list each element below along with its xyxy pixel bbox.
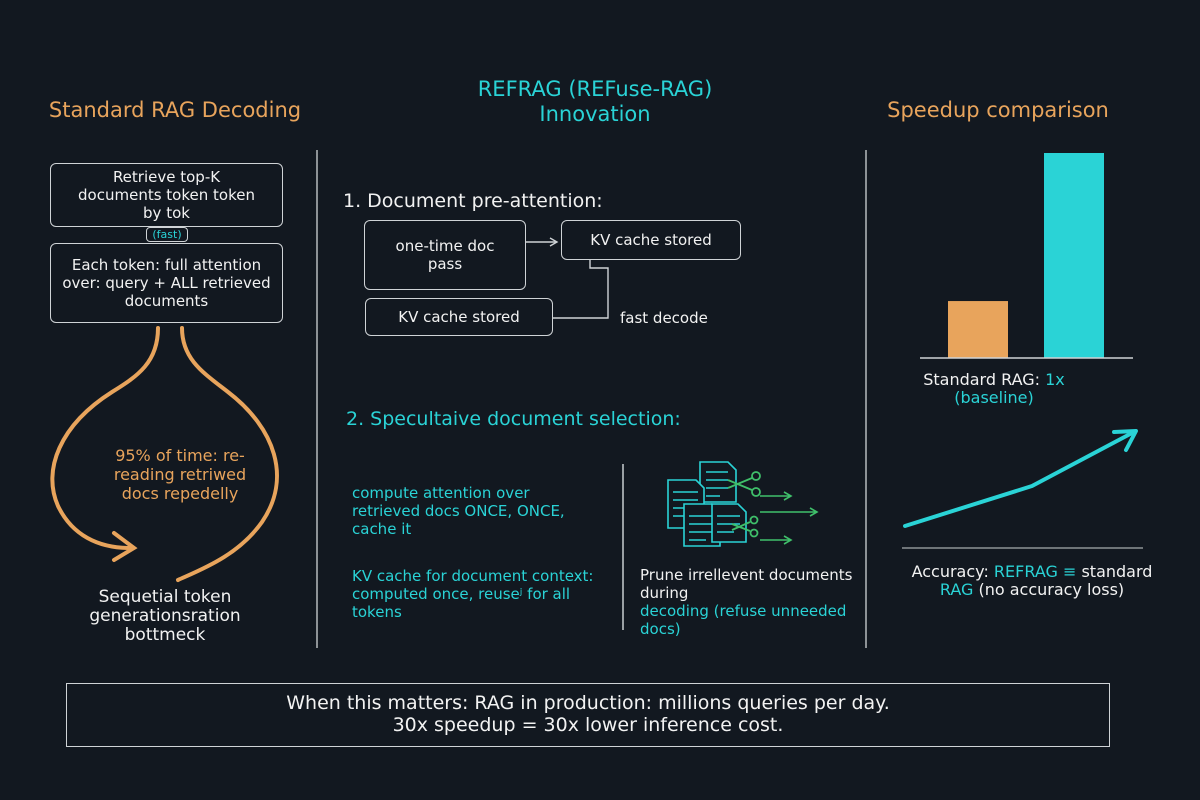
- trend-arrow: [903, 429, 1138, 528]
- left-divider: [316, 150, 318, 648]
- prune-text-white: Prune irrellevent documents during: [640, 566, 853, 602]
- retrieve-documents-box: Retrieve top-K documents token token by …: [50, 163, 283, 227]
- accuracy-suffix: standard: [1081, 562, 1153, 581]
- prune-documents-text: Prune irrellevent documents during decod…: [640, 566, 855, 638]
- section2-divider: [622, 464, 624, 630]
- arrow-right-icon: [760, 535, 793, 545]
- scissors-icon: [731, 515, 759, 538]
- bar-standard-rag: [948, 301, 1008, 358]
- accuracy-refrag: REFRAG ≡: [993, 562, 1077, 581]
- arrow-right-icon: [760, 491, 793, 501]
- document-icon: [711, 503, 747, 543]
- section1-heading: 1. Document pre-attention:: [343, 190, 603, 212]
- fast-decode-label: fast decode: [620, 309, 708, 327]
- compute-attention-text: compute attention over retrieved docs ON…: [352, 484, 565, 538]
- accuracy-line2-rest: (no accuracy loss): [973, 580, 1125, 599]
- kv-cache-box-bottom: KV cache stored: [365, 298, 553, 336]
- standard-rag-label: Standard RAG: 1x (baseline): [880, 371, 1108, 407]
- middle-column-title: REFRAG (REFuse-RAG) Innovation: [477, 77, 713, 126]
- fast-badge-text: (fast): [152, 228, 182, 241]
- bar-refrag: [1044, 153, 1104, 358]
- retrieve-documents-text: Retrieve top-K documents token token by …: [78, 168, 255, 222]
- bottom-banner: When this matters: RAG in production: mi…: [66, 683, 1110, 747]
- doc-to-cache-arrowhead: [549, 237, 559, 247]
- reread-loop-arrow: [50, 326, 279, 582]
- full-attention-text: Each token: full attention over: query +…: [62, 256, 271, 310]
- scissors-icon: [727, 471, 761, 497]
- right-column-title: Speedup comparison: [887, 98, 1109, 122]
- doc-pass-text: one-time doc pass: [395, 237, 495, 273]
- baseline-label: (baseline): [954, 388, 1034, 407]
- fast-badge: (fast): [146, 227, 188, 242]
- banner-line1: When this matters: RAG in production: mi…: [286, 692, 890, 714]
- prune-text-cyan: decoding (refuse unneeded docs): [640, 602, 847, 638]
- kv-context-text: KV cache for document context: computed …: [352, 567, 594, 621]
- standard-label-prefix: Standard RAG:: [923, 370, 1046, 389]
- sequential-bottleneck-text: Sequetial token generationsration bottme…: [89, 587, 241, 645]
- banner-line2: 30x speedup = 30x lower inference cost.: [392, 714, 784, 736]
- cache-loop-connector: [553, 260, 609, 319]
- kv-cache-top-text: KV cache stored: [590, 231, 712, 249]
- accuracy-text: Accuracy: REFRAG ≡ standard RAG (no accu…: [874, 563, 1190, 599]
- loop-time-text: 95% of time: re-reading retriwed docs re…: [113, 446, 247, 503]
- standard-label-value: 1x: [1045, 370, 1065, 389]
- left-column-title: Standard RAG Decoding: [48, 98, 302, 122]
- document-icon: [683, 503, 721, 547]
- doc-pass-box: one-time doc pass: [364, 220, 526, 290]
- section2-heading: 2. Specultaive document selection:: [346, 408, 681, 430]
- arrow-right-icon: [760, 507, 819, 517]
- kv-cache-bottom-text: KV cache stored: [398, 308, 520, 326]
- full-attention-box: Each token: full attention over: query +…: [50, 243, 283, 323]
- accuracy-line2-rag: RAG: [939, 580, 974, 599]
- right-divider: [865, 150, 867, 648]
- kv-cache-box-top: KV cache stored: [561, 220, 741, 260]
- accuracy-prefix: Accuracy:: [911, 562, 994, 581]
